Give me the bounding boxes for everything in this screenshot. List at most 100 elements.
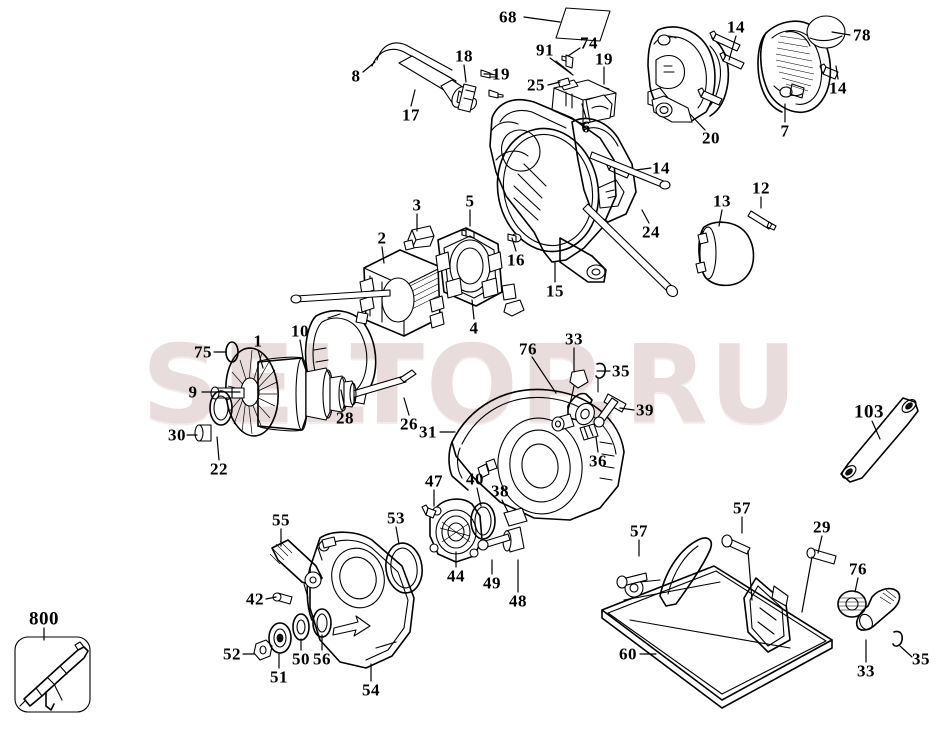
- callout-number-39: 39: [636, 400, 654, 420]
- leader-line-16: [511, 237, 517, 252]
- part-74-screw: [561, 54, 574, 69]
- callout-number-24: 24: [642, 222, 660, 242]
- leader-line-53: [395, 526, 400, 545]
- callout-number-76: 76: [519, 339, 537, 359]
- callout-number-5: 5: [465, 191, 475, 211]
- callout-number-49: 49: [483, 573, 501, 593]
- callout-number-28: 28: [336, 408, 354, 428]
- leader-line-76: [531, 356, 557, 394]
- part-40-oring: [470, 502, 496, 540]
- part-39-bolt: [593, 393, 627, 428]
- inset-800-box: [14, 636, 91, 713]
- part-bolt-upper: [589, 151, 671, 190]
- callout-leader-lines: [43, 16, 913, 682]
- callout-number-30: 30: [168, 425, 186, 445]
- part-13-end-cap: [695, 221, 755, 287]
- part-49-bolt: [477, 533, 511, 551]
- callout-number-3: 3: [412, 195, 422, 215]
- callout-number-31: 31: [419, 422, 437, 442]
- part-20-handle-housing: [647, 26, 730, 123]
- leader-line-14: [635, 167, 652, 171]
- callout-number-10: 10: [291, 321, 309, 341]
- part-60-base-plate: [601, 537, 833, 709]
- callout-number-29: 29: [813, 517, 831, 537]
- callout-number-54: 54: [362, 680, 380, 700]
- part-75-oring: [225, 341, 239, 363]
- callout-number-103: 103: [854, 401, 884, 423]
- callout-number-78: 78: [853, 25, 871, 45]
- callout-number-1: 1: [253, 331, 263, 351]
- callout-number-57: 57: [733, 498, 751, 518]
- callout-number-42: 42: [246, 589, 264, 609]
- callout-number-19: 19: [492, 64, 510, 84]
- callout-number-38: 38: [491, 481, 509, 501]
- callout-number-9: 9: [188, 382, 198, 402]
- part-29-pin: [801, 547, 837, 613]
- callout-number-800: 800: [29, 608, 59, 630]
- leader-line-103: [871, 420, 881, 440]
- leader-line-8: [362, 61, 376, 73]
- part-6-switch-assembly: [551, 79, 617, 125]
- callout-number-15: 15: [546, 281, 564, 301]
- callout-number-26: 26: [400, 414, 418, 434]
- callout-number-19: 19: [595, 49, 613, 69]
- part-103-bracket: [840, 397, 919, 483]
- leader-line-18: [463, 64, 467, 83]
- leader-line-40: [476, 487, 482, 507]
- part-15-motor-housing: [489, 98, 637, 283]
- callout-number-33: 33: [565, 329, 583, 349]
- part-42-screw: [272, 592, 293, 605]
- leader-line-22: [216, 436, 220, 461]
- callout-number-33: 33: [857, 661, 875, 681]
- leader-line-35: [899, 645, 913, 658]
- callout-number-76: 76: [849, 559, 867, 579]
- part-47-screw: [421, 504, 437, 519]
- part-51-washer: [268, 622, 292, 654]
- callout-number-47: 47: [425, 471, 443, 491]
- part-56-washer: [312, 608, 332, 638]
- part-53-oring: [385, 542, 423, 594]
- leader-line-78: [831, 31, 851, 36]
- callout-number-60: 60: [619, 644, 637, 664]
- callout-number-53: 53: [387, 508, 405, 528]
- callout-number-8: 8: [351, 66, 361, 86]
- leader-line-76: [854, 577, 859, 593]
- callout-number-74: 74: [580, 33, 598, 53]
- leader-line-28: [340, 389, 346, 410]
- part-3-brush-holder: [403, 225, 435, 251]
- callout-number-36: 36: [589, 451, 607, 471]
- callout-number-16: 16: [507, 250, 525, 270]
- part-4-end-bell: [435, 227, 525, 317]
- callout-number-22: 22: [210, 459, 228, 479]
- part-12-screw: [747, 210, 777, 231]
- leader-line-39: [619, 407, 635, 411]
- leader-line-36: [595, 436, 599, 453]
- part-18-cord-clamp: [457, 83, 477, 113]
- part-36-spacer: [579, 423, 599, 441]
- callout-number-18: 18: [455, 46, 473, 66]
- leader-line-38: [501, 499, 509, 513]
- part-31-upper-guard: [448, 369, 625, 521]
- part-55-retract-lever: [269, 539, 323, 599]
- part-52-nut: [253, 639, 273, 661]
- part-30-bearing: [194, 424, 212, 442]
- leader-line-1: [257, 349, 264, 369]
- callout-number-14: 14: [652, 158, 670, 178]
- callout-number-35: 35: [912, 649, 930, 669]
- leader-line-2: [381, 246, 385, 264]
- callout-number-25: 25: [527, 75, 545, 95]
- callout-number-48: 48: [509, 591, 527, 611]
- callout-number-35: 35: [612, 361, 630, 381]
- leader-line-10: [299, 339, 304, 359]
- leader-line-4: [471, 299, 475, 320]
- part-78-cap: [806, 15, 846, 49]
- callout-number-17: 17: [402, 105, 420, 125]
- callout-number-7: 7: [780, 121, 790, 141]
- callout-number-12: 12: [752, 178, 770, 198]
- leader-line-6: [581, 103, 587, 119]
- part-68-nameplate: [555, 7, 611, 42]
- leader-line-42: [265, 596, 277, 600]
- callout-number-56: 56: [313, 649, 331, 669]
- leader-line-14: [728, 35, 737, 61]
